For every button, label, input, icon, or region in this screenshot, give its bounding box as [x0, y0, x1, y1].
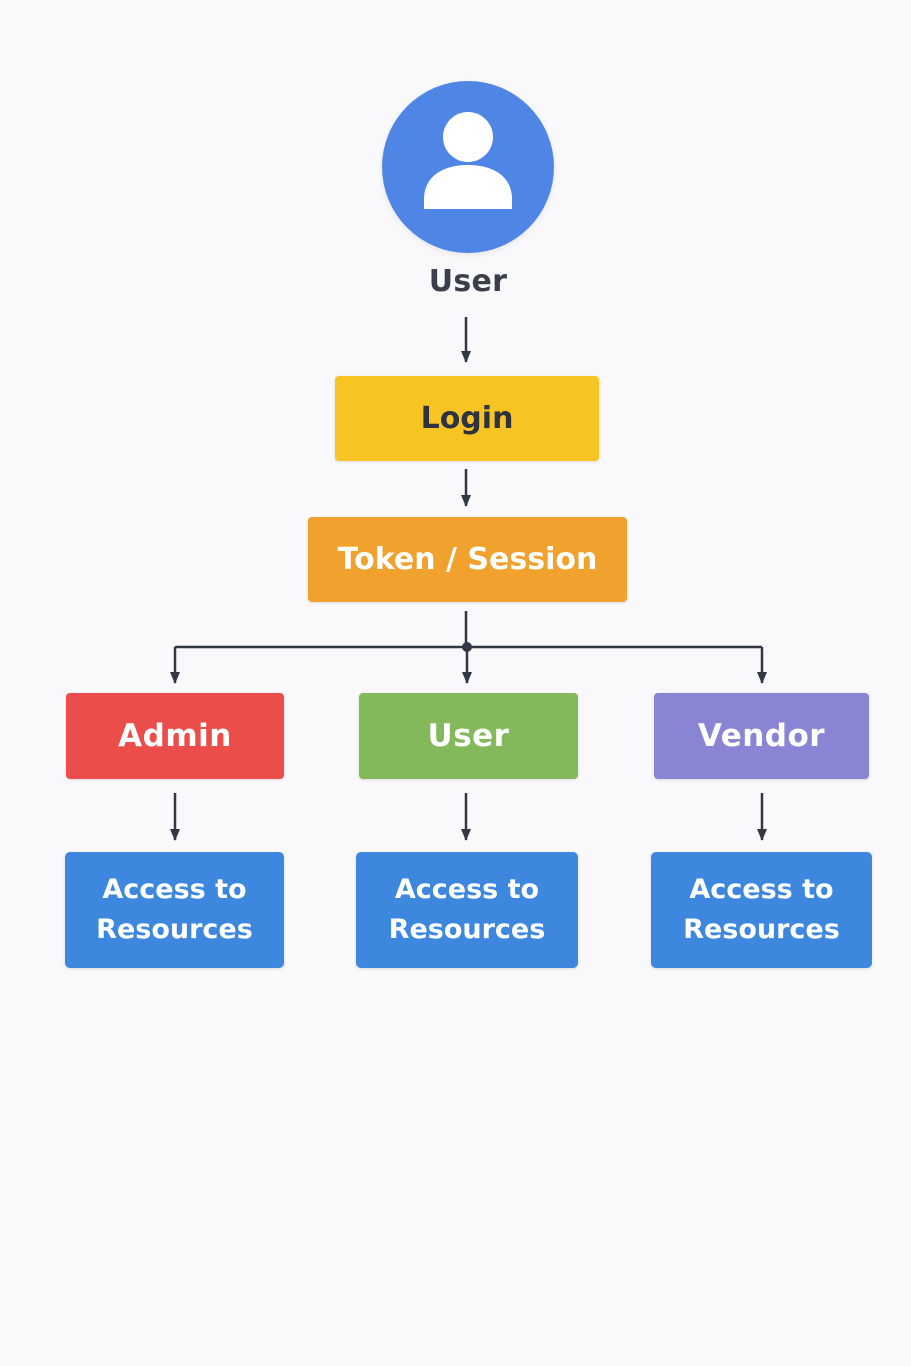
user-avatar-icon [382, 81, 554, 253]
role-admin-node: Admin [66, 693, 284, 779]
role-user-node: User [359, 693, 578, 779]
token-session-node: Token / Session [308, 517, 627, 602]
user-access-node: Access to Resources [356, 852, 578, 968]
role-vendor-node: Vendor [654, 693, 869, 779]
role-admin-label: Admin [118, 718, 232, 754]
user-caption: User [428, 264, 508, 299]
token-session-label: Token / Session [337, 542, 598, 577]
vendor-access-node: Access to Resources [651, 852, 872, 968]
admin-access-node: Access to Resources [65, 852, 284, 968]
login-label: Login [420, 401, 514, 436]
user-access-label: Access to Resources [388, 874, 546, 945]
vendor-access-label: Access to Resources [683, 874, 840, 945]
admin-access-label: Access to Resources [96, 874, 253, 945]
login-node: Login [335, 376, 599, 461]
role-user-label: User [427, 718, 510, 754]
role-vendor-label: Vendor [697, 718, 826, 754]
